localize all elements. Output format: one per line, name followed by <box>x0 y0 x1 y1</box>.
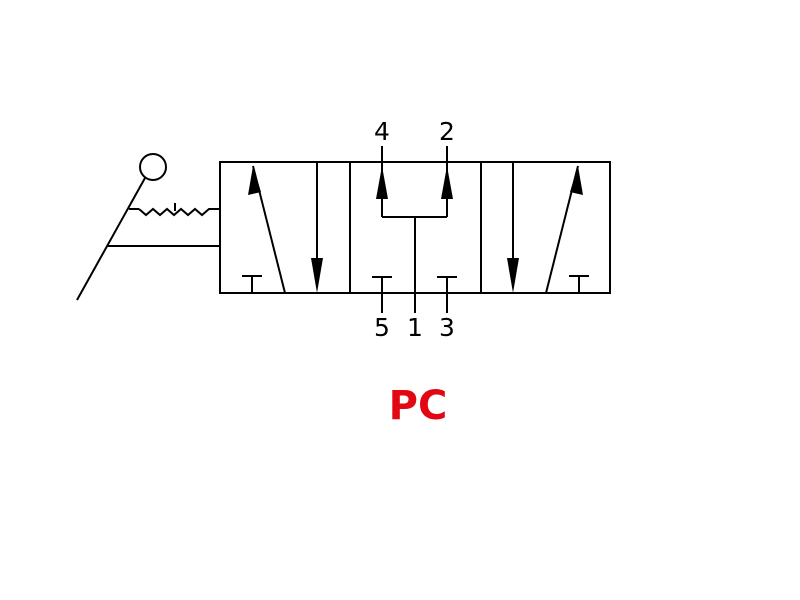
port-2-arrow-icon <box>441 166 453 199</box>
lever-knob-icon <box>139 153 167 181</box>
center-position <box>372 146 457 313</box>
lever-actuator-icon <box>76 153 220 301</box>
left-position <box>242 162 323 294</box>
right-position <box>507 162 589 294</box>
port-5-label: 5 <box>374 313 390 342</box>
arrow-head-up-icon <box>248 166 261 195</box>
port-4-arrow-icon <box>376 166 388 199</box>
port-2-label: 2 <box>439 117 455 146</box>
arrow-head-down-icon <box>507 258 519 293</box>
detent-spring-icon <box>138 207 220 217</box>
model-caption: PC <box>389 383 448 429</box>
port-4-label: 4 <box>374 117 390 146</box>
port-3-label: 3 <box>439 313 455 342</box>
lever-arm <box>76 177 146 301</box>
arrow-head-up-icon <box>570 166 583 195</box>
port-1-label: 1 <box>407 313 423 342</box>
arrow-head-down-icon <box>311 258 323 293</box>
